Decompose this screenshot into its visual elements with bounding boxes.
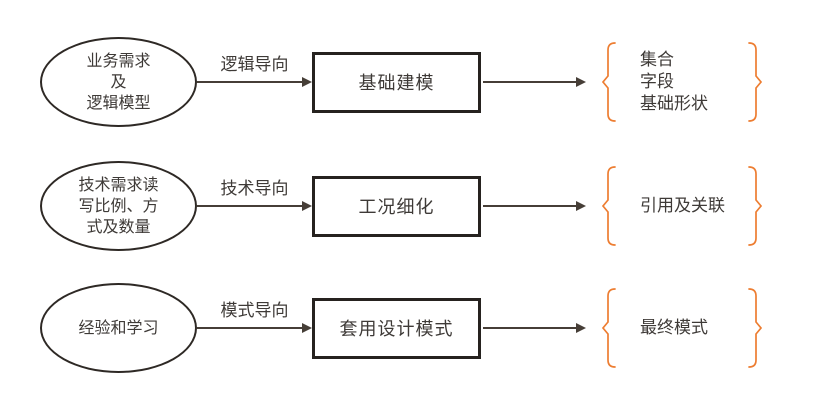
process-box-label: 工况细化 bbox=[358, 197, 435, 217]
arrow-head-icon bbox=[576, 77, 586, 87]
process-box-label: 基础建模 bbox=[358, 73, 435, 93]
left-brace-icon bbox=[602, 42, 616, 122]
flow-row-1: 业务需求及逻辑模型 逻辑导向 基础建模 集合字段基础形状 bbox=[0, 36, 818, 128]
arrow-label: 模式导向 bbox=[220, 301, 289, 320]
arrow-line bbox=[483, 205, 577, 207]
arrow-line bbox=[483, 81, 577, 83]
process-box-apply-design-patterns: 套用设计模式 bbox=[312, 297, 481, 359]
right-brace-icon bbox=[748, 288, 762, 368]
flow-row-2: 技术需求读写比例、方式及数量 技术导向 工况细化 引用及关联 bbox=[0, 160, 818, 252]
flow-row-3: 经验和学习 模式导向 套用设计模式 最终模式 bbox=[0, 282, 818, 374]
arrow-head-icon bbox=[302, 201, 312, 211]
process-box-label: 套用设计模式 bbox=[339, 319, 454, 339]
process-box-basic-modeling: 基础建模 bbox=[312, 51, 481, 113]
output-list: 引用及关联 bbox=[640, 196, 725, 215]
arrow-line bbox=[483, 327, 577, 329]
output-bracket-group: 最终模式 bbox=[602, 287, 762, 369]
arrow-head-icon bbox=[576, 323, 586, 333]
arrow-pattern-oriented: 模式导向 bbox=[197, 282, 312, 374]
left-brace-icon bbox=[602, 166, 616, 246]
arrow-to-output bbox=[481, 160, 602, 252]
source-ellipse-technical-requirements: 技术需求读写比例、方式及数量 bbox=[40, 161, 197, 251]
arrow-to-output bbox=[481, 282, 602, 374]
output-list: 最终模式 bbox=[640, 318, 708, 337]
source-ellipse-experience-learning: 经验和学习 bbox=[40, 283, 197, 373]
arrow-line bbox=[197, 327, 303, 329]
output-list: 集合字段基础形状 bbox=[640, 50, 708, 113]
arrow-to-output bbox=[481, 36, 602, 128]
arrow-line bbox=[197, 81, 303, 83]
right-brace-icon bbox=[748, 42, 762, 122]
arrow-logic-oriented: 逻辑导向 bbox=[197, 36, 312, 128]
source-ellipse-business-requirements: 业务需求及逻辑模型 bbox=[40, 37, 197, 127]
arrow-label: 逻辑导向 bbox=[220, 55, 289, 74]
process-box-workload-refinement: 工况细化 bbox=[312, 175, 481, 237]
arrow-head-icon bbox=[302, 77, 312, 87]
output-bracket-group: 集合字段基础形状 bbox=[602, 41, 762, 123]
arrow-line bbox=[197, 205, 303, 207]
arrow-head-icon bbox=[302, 323, 312, 333]
arrow-technical-oriented: 技术导向 bbox=[197, 160, 312, 252]
right-brace-icon bbox=[748, 166, 762, 246]
output-bracket-group: 引用及关联 bbox=[602, 165, 762, 247]
arrow-head-icon bbox=[576, 201, 586, 211]
arrow-label: 技术导向 bbox=[220, 179, 289, 198]
left-brace-icon bbox=[602, 288, 616, 368]
